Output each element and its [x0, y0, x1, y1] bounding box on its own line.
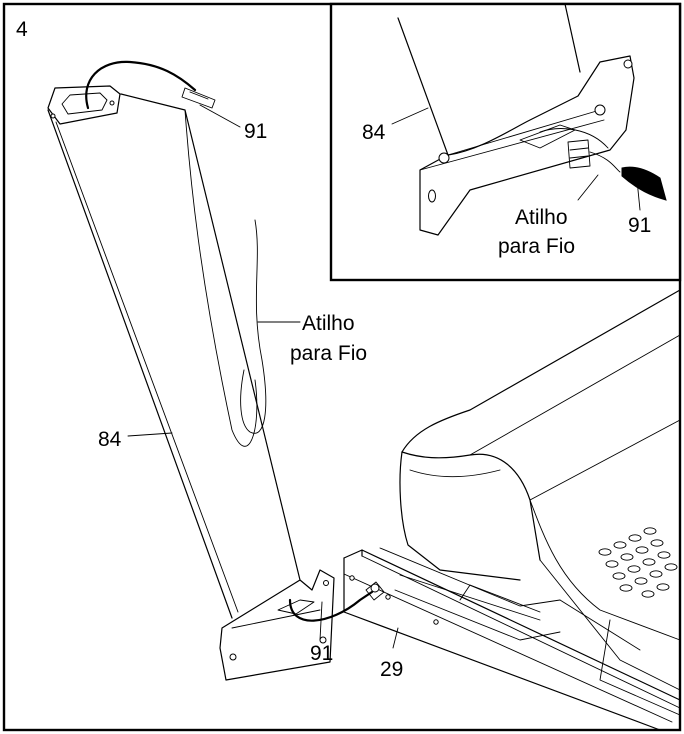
label-base-frame-29: 29 [380, 658, 403, 681]
wire-harness-bottom [288, 590, 374, 622]
motor-hood [399, 289, 681, 716]
label-wire-tie-main-line1: Atilho [302, 312, 355, 335]
wire-harness-top [85, 60, 216, 110]
detail-inset [329, 2, 682, 282]
upright-tube [47, 85, 335, 681]
label-inset-wire-91: 91 [628, 214, 651, 237]
base-frame [343, 547, 681, 731]
label-inset-upright-84: 84 [362, 121, 386, 144]
label-inset-wire-tie-line1: Atilho [515, 206, 568, 229]
step-number: 4 [16, 18, 28, 41]
label-wire-tie-main-line2: para Fio [290, 342, 367, 365]
label-inset-wire-tie-line2: para Fio [498, 235, 575, 258]
label-upright-84: 84 [98, 428, 122, 451]
leader-lines [127, 104, 641, 649]
label-wire-91-top: 91 [244, 120, 267, 143]
keypad-buttons [598, 527, 678, 598]
label-wire-91-bottom: 91 [310, 642, 333, 665]
